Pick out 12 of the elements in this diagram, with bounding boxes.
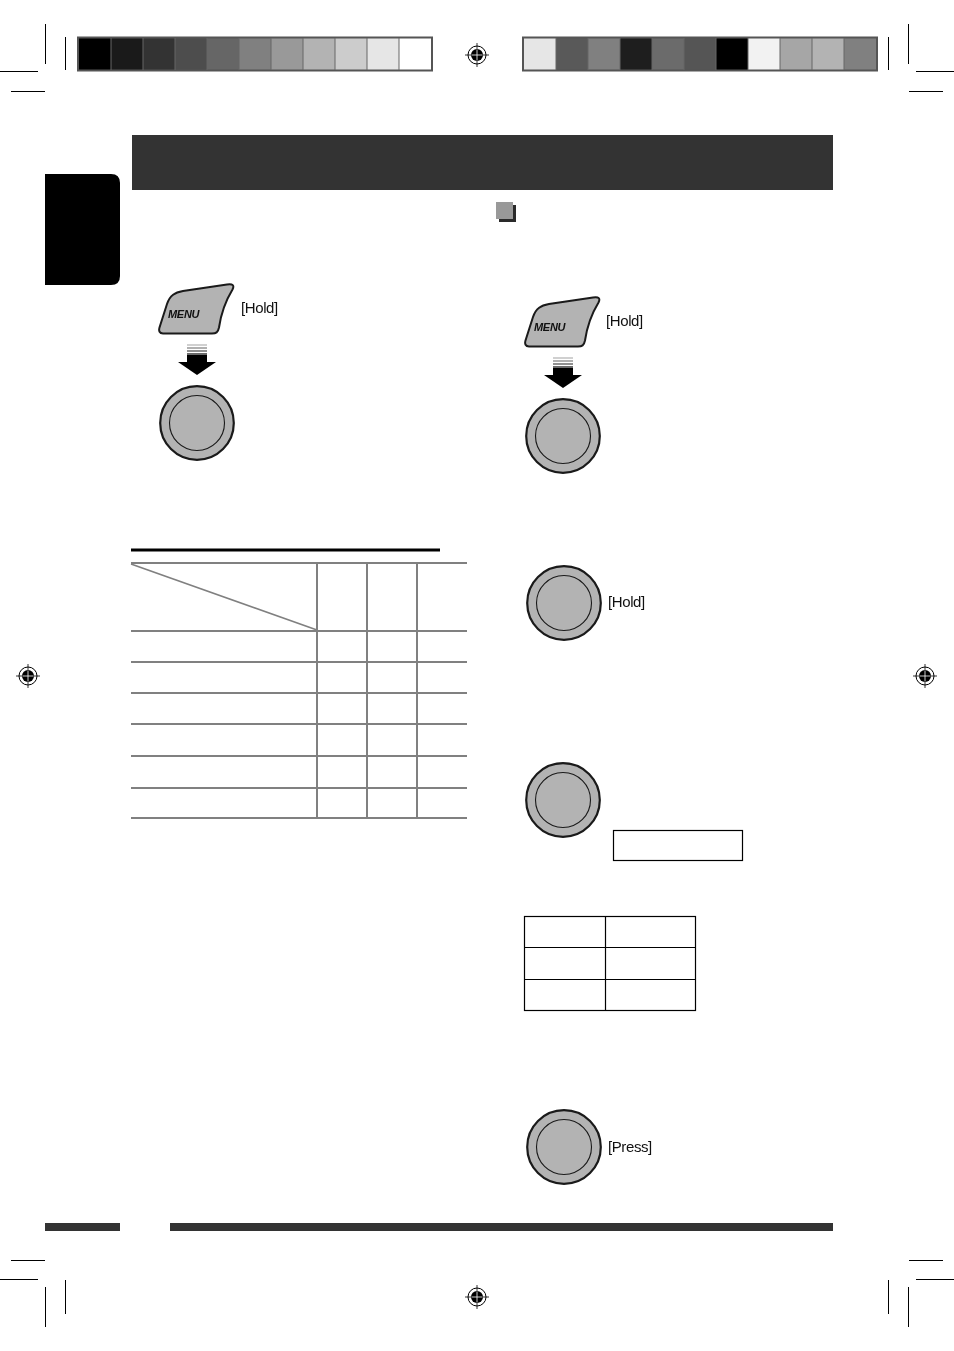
- button-action-label: [Hold]: [608, 593, 645, 611]
- control-dial: [526, 1109, 602, 1185]
- button-action-label: [Hold]: [241, 299, 278, 317]
- button-action-label: [Hold]: [606, 312, 643, 330]
- control-dial: [525, 762, 601, 838]
- side-tab: [45, 174, 120, 285]
- control-dial: [525, 398, 601, 474]
- button-action-label: [Press]: [608, 1138, 652, 1156]
- menu-button: MENU: [158, 283, 235, 335]
- control-dial: [159, 385, 235, 461]
- menu-button: MENU: [524, 296, 601, 348]
- control-dial: [526, 565, 602, 641]
